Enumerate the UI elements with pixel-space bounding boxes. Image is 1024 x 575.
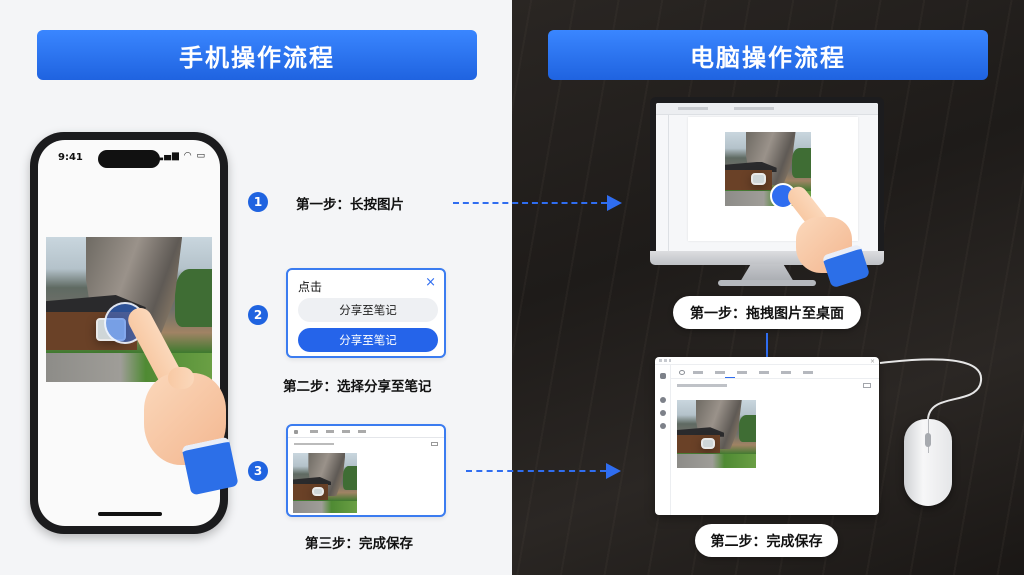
note-saved-preview — [286, 424, 446, 517]
share-to-note-option[interactable]: 分享至笔记 — [298, 298, 438, 322]
mouse-cable — [879, 358, 983, 420]
desktop-flow-header: 电脑操作流程 — [548, 30, 988, 80]
share-to-note-button[interactable]: 分享至笔记 — [298, 328, 438, 352]
step-3-label: 第三步：完成保存 — [305, 536, 413, 552]
desktop-step-1-label: 第一步：拖拽图片至桌面 — [673, 296, 861, 329]
share-popup: 点击 × 分享至笔记 分享至笔记 — [286, 268, 446, 358]
preview-toolbar — [288, 426, 444, 438]
home-indicator — [98, 512, 162, 516]
window-sidebar — [655, 365, 671, 515]
window-toolbar — [671, 365, 879, 379]
arrow-right-icon — [606, 463, 621, 479]
popup-title: 点击 — [298, 280, 323, 294]
saved-desktop-photo — [677, 400, 756, 468]
phone-flow-header: 手机操作流程 — [37, 30, 477, 80]
arrow-right-icon — [607, 195, 622, 211]
step-1-label: 第一步：长按图片 — [296, 197, 404, 213]
desktop-step-connector — [766, 333, 768, 357]
step-3-badge: 3 — [248, 461, 268, 481]
step-1-badge: 1 — [248, 192, 268, 212]
dynamic-island — [98, 150, 160, 168]
hand-pointer-icon — [110, 303, 239, 496]
mouse-icon — [904, 419, 952, 506]
step-2-label: 第二步：选择分享至笔记 — [283, 379, 432, 395]
step-2-badge: 2 — [248, 305, 268, 325]
notes-app-window: × — [655, 357, 879, 515]
saved-photo — [293, 453, 357, 513]
monitor-stand-base — [718, 280, 816, 286]
close-icon[interactable]: × — [425, 275, 436, 290]
step-1-connector — [453, 202, 607, 204]
phone-time: 9:41 — [58, 152, 83, 163]
step-3-connector — [466, 470, 606, 472]
hand-pointer-icon — [778, 182, 871, 290]
status-icons: ▂▄▆ ◠ ▭ — [156, 151, 206, 161]
monitor-stand — [740, 264, 794, 282]
desktop-step-2-label: 第二步：完成保存 — [695, 524, 838, 557]
